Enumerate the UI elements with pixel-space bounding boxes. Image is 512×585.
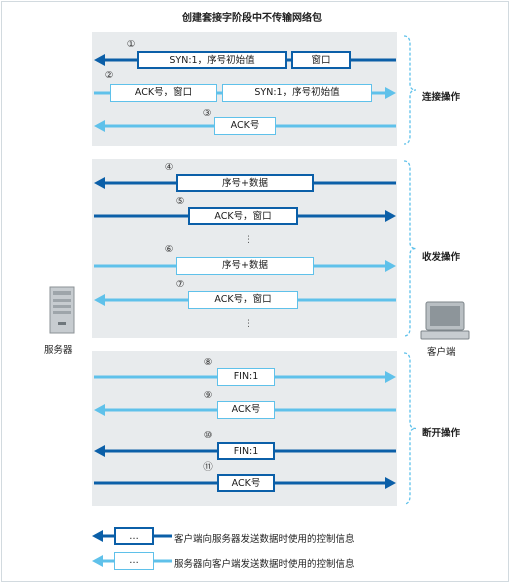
step-1-arrow-head	[94, 54, 105, 66]
step-6-arrow-head	[385, 260, 396, 272]
step-9-ack-box: ACK号	[217, 401, 275, 419]
step-11-number: ⑪	[203, 462, 213, 473]
step-7-number: ⑦	[175, 279, 185, 290]
step-9-number: ⑨	[203, 390, 213, 401]
step-8-arrow-head	[385, 371, 396, 383]
step-11-arrow-head	[385, 477, 396, 489]
step-4-data-box: 序号+数据	[176, 174, 314, 192]
step-2-ack-box: ACK号，窗口	[110, 84, 217, 102]
step-3-ack-box: ACK号	[214, 117, 276, 135]
step-10-arrow-head	[94, 445, 105, 457]
legend-dark-arrow-head	[92, 530, 103, 542]
server-icon	[49, 286, 75, 334]
client-computer-icon	[420, 301, 470, 340]
phase-brace-disconnect	[403, 352, 417, 505]
step-7-arrow-head	[94, 294, 105, 306]
step-3-number: ③	[202, 108, 212, 119]
client-label: 客户端	[427, 347, 456, 358]
step-4-arrow-head	[94, 177, 105, 189]
step-1-syn-box: SYN:1，序号初始值	[137, 51, 287, 69]
step-8-fin-box: FIN:1	[217, 368, 275, 386]
step-10-fin-box: FIN:1	[217, 442, 275, 460]
ellipsis-1: ⋮	[244, 235, 253, 245]
phase-label-transfer: 收发操作	[422, 252, 461, 263]
ellipsis-2: ⋮	[244, 319, 253, 329]
legend-dark-box: …	[114, 527, 154, 545]
step-2-syn-box: SYN:1，序号初始值	[222, 84, 372, 102]
step-4-number: ④	[164, 162, 174, 173]
step-2-arrow-head	[385, 87, 396, 99]
phase-label-disconnect: 断开操作	[422, 428, 461, 439]
step-1-window-box: 窗口	[291, 51, 351, 69]
step-10-number: ⑩	[203, 430, 213, 441]
legend-light-text: 服务器向客户端发送数据时使用的控制信息	[174, 559, 355, 570]
legend-light-arrow-head	[92, 555, 103, 567]
step-6-number: ⑥	[164, 244, 174, 255]
figure-title: 创建套接字阶段中不传输网络包	[182, 13, 322, 24]
step-2-number: ②	[104, 70, 114, 81]
step-11-ack-box: ACK号	[217, 474, 275, 492]
phase-brace-transfer	[403, 160, 417, 337]
step-5-ack-box: ACK号，窗口	[188, 207, 298, 225]
legend-light-box: …	[114, 552, 154, 570]
server-label: 服务器	[44, 345, 73, 356]
step-8-number: ⑧	[203, 357, 213, 368]
phase-brace-connect	[403, 35, 417, 145]
step-6-data-box: 序号+数据	[176, 257, 314, 275]
step-1-number: ①	[126, 39, 136, 50]
phase-label-connect: 连接操作	[422, 92, 461, 103]
step-7-ack-box: ACK号，窗口	[188, 291, 298, 309]
step-5-arrow-head	[385, 210, 396, 222]
step-9-arrow-head	[94, 404, 105, 416]
step-3-arrow-head	[94, 120, 105, 132]
step-5-number: ⑤	[175, 196, 185, 207]
legend-dark-text: 客户端向服务器发送数据时使用的控制信息	[174, 534, 355, 545]
